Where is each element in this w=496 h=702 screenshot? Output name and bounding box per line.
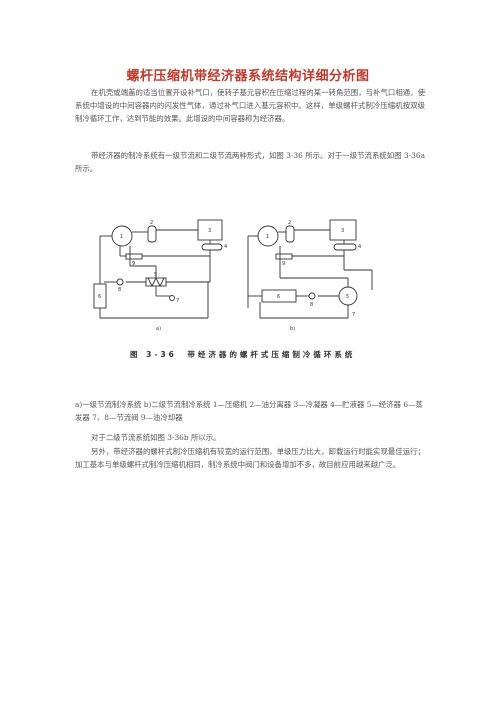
label-8a: 8 xyxy=(118,287,121,293)
oil-cooler-b xyxy=(275,253,293,260)
condenser-b xyxy=(329,219,357,241)
label-6a: 6 xyxy=(98,294,101,300)
document-title: 螺杆压缩机带经济器系统结构详细分析图 xyxy=(126,69,370,84)
throttle-valve-b-8 xyxy=(308,292,316,300)
paragraph-3: 对于二级节流系统如图 3-36b 所以示。 xyxy=(91,433,221,442)
label-4a: 4 xyxy=(224,244,227,250)
paragraph-4: 另外，带经济器的螺杆式制冷压缩机有较宽的运行范围，单级压力比大，卸载运行时能实现… xyxy=(75,447,425,469)
receiver-a xyxy=(201,243,223,251)
receiver-b xyxy=(333,243,357,251)
oil-separator-a xyxy=(147,225,157,243)
label-8b: 8 xyxy=(310,302,313,308)
paragraph-1: 在机壳或端盖的适当位置开设补气口，使转子基元容积在压缩过程的某一转角范围，与补气… xyxy=(75,88,425,123)
throttle-valve-a-7 xyxy=(169,295,175,301)
subfigure-label-a: a) xyxy=(156,326,161,332)
label-4b: 4 xyxy=(358,244,361,250)
label-3a: 3 xyxy=(208,228,211,234)
label-1a: 1 xyxy=(120,234,123,240)
label-5b: 5 xyxy=(346,294,349,300)
label-9b: 9 xyxy=(282,261,285,267)
oil-separator-b xyxy=(285,225,295,243)
figure-legend: a)一级节流制冷系统 b)二级节流制冷系统 1—压缩机 2—油分离器 3—冷凝器… xyxy=(75,400,423,422)
refrigeration-diagram: 1 2 3 4 5 6 7 8 9 1 2 3 4 5 6 7 8 9 a) b… xyxy=(93,219,373,332)
subfigure-label-b: b) xyxy=(290,326,295,332)
oil-cooler-a xyxy=(125,253,143,260)
figure-3-36: 1 2 3 4 5 6 7 8 9 1 2 3 4 5 6 7 8 9 a) b… xyxy=(90,218,380,340)
label-2b: 2 xyxy=(288,220,291,226)
label-3b: 3 xyxy=(341,228,344,234)
label-5a: 5 xyxy=(154,272,157,278)
paragraph-2: 带经济器的制冷系统有一级节流和二级节流两种形式，如图 3-36 所示。对于一级节… xyxy=(75,151,425,173)
label-6b: 6 xyxy=(277,294,280,300)
label-2a: 2 xyxy=(150,220,153,226)
throttle-valve-a-8 xyxy=(116,278,124,286)
label-7b: 7 xyxy=(352,312,355,318)
label-9a: 9 xyxy=(132,261,135,267)
figure-caption: 图 3-36 带经济器的螺杆式压缩制冷循环系统 xyxy=(130,350,356,359)
label-7a: 7 xyxy=(176,298,179,304)
label-1b: 1 xyxy=(266,234,269,240)
